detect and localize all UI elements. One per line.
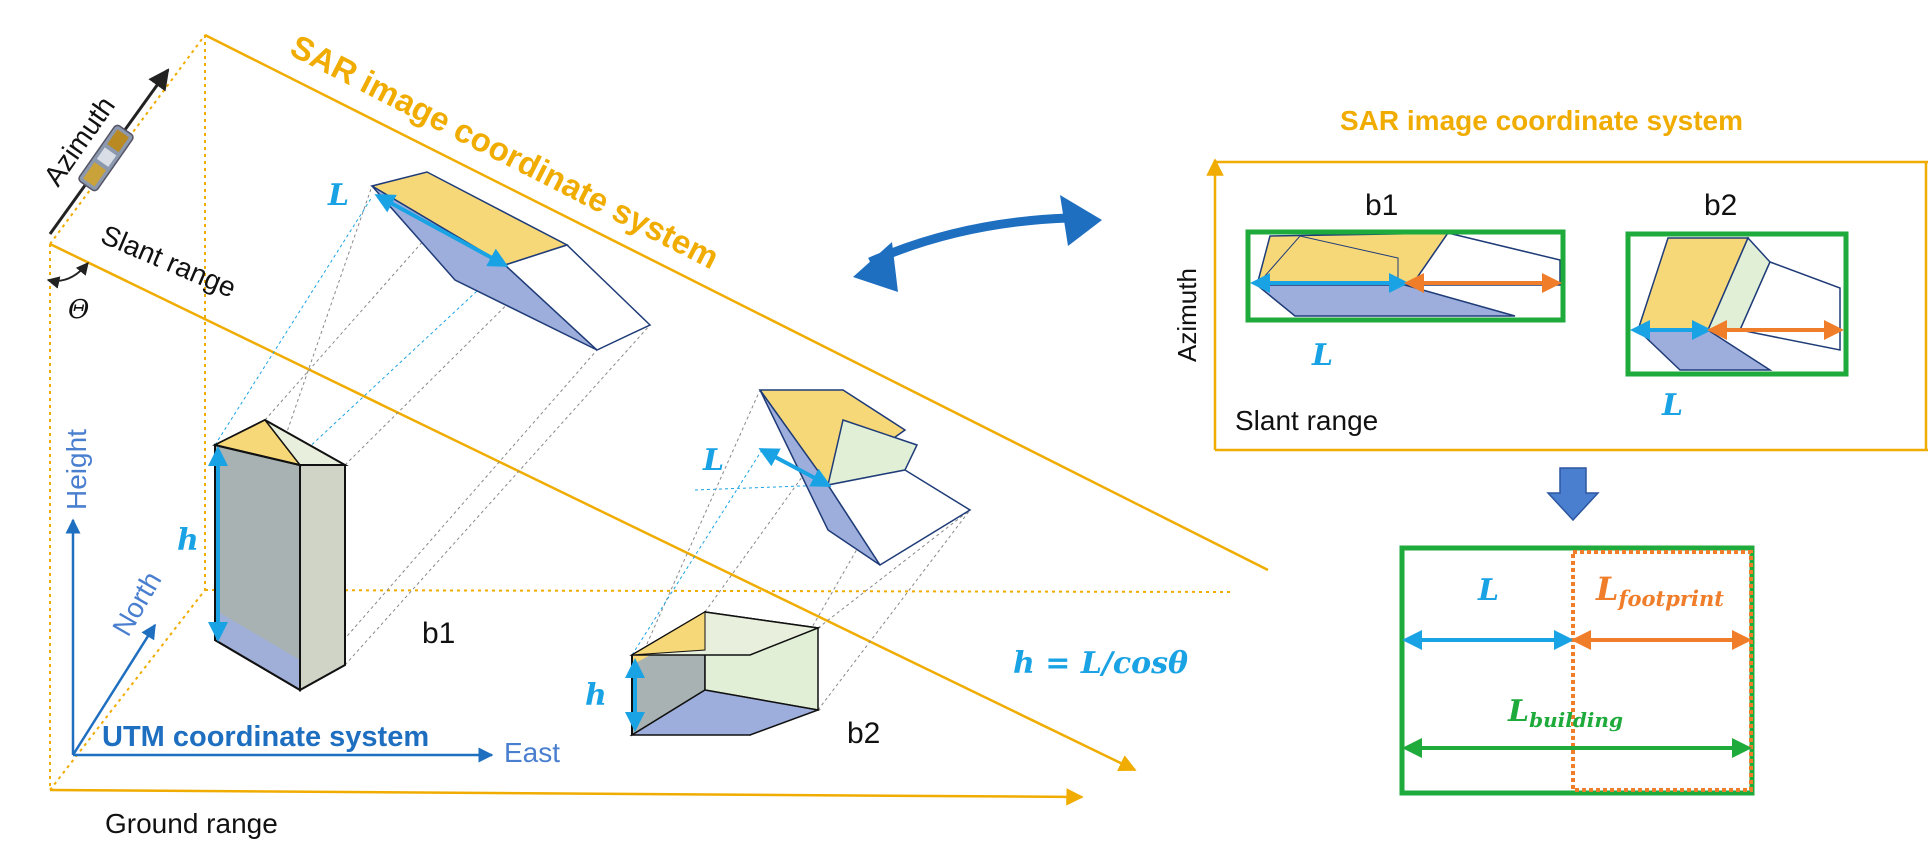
satellite-icon — [78, 124, 134, 192]
b2-sar-projection — [758, 389, 972, 567]
b2-L-label: L — [702, 443, 724, 478]
L-footprint-base: L — [1595, 570, 1619, 608]
panel-b2-L-label: L — [1661, 388, 1683, 423]
right-panel-title: SAR image coordinate system — [1340, 105, 1743, 136]
building-b1-label: b1 — [422, 617, 455, 650]
dotted-frame — [49, 34, 1231, 791]
length-breakdown-box — [1399, 545, 1755, 796]
b1-L-label: L — [327, 178, 349, 213]
L-footprint-sub: footprint — [1617, 586, 1725, 611]
b2-h-label: h — [585, 678, 607, 713]
panel-b1-L-label: L — [1311, 338, 1333, 373]
L-building-sub: building — [1529, 708, 1623, 732]
building-b2 — [625, 610, 821, 737]
panel-slant-range-label: Slant range — [1235, 405, 1378, 436]
b2-L-arrow — [758, 448, 832, 487]
down-arrow — [1546, 467, 1600, 522]
east-axis-label: East — [504, 737, 560, 768]
utm-axes — [65, 518, 494, 763]
theta-arc — [46, 262, 89, 289]
left-geometry: Azimuth Slant range Θ SAR image coordina… — [38, 27, 1269, 839]
height-axis-label: Height — [61, 429, 92, 510]
b1-h-label: h — [177, 523, 199, 558]
bottom-L-label: L — [1477, 573, 1499, 608]
theta-label: Θ — [68, 295, 89, 325]
panel-b2-label: b2 — [1704, 189, 1737, 222]
north-axis-label: North — [106, 566, 167, 641]
building-b2-label: b2 — [847, 717, 880, 750]
transform-arrow-head-left — [853, 242, 898, 292]
panel-b2-image — [1625, 231, 1849, 377]
L-building-base: L — [1507, 694, 1529, 729]
building-b1 — [208, 418, 349, 692]
panel-b1-image — [1245, 229, 1566, 323]
L-building-label: Lbuilding — [1507, 694, 1623, 732]
right-panel: SAR image coordinate system Azimuth Slan… — [1172, 105, 1928, 796]
slant-range-label: Slant range — [97, 219, 241, 303]
b1-sar-projection — [370, 171, 652, 351]
sar-plane-lines — [49, 33, 1269, 806]
height-formula: h = L/cosθ — [1013, 646, 1188, 681]
transform-arrow-head-right — [1060, 195, 1102, 246]
L-footprint-label: Lfootprint — [1595, 570, 1724, 611]
utm-system-label: UTM coordinate system — [102, 721, 429, 753]
ground-range-label: Ground range — [105, 808, 278, 839]
transform-arrow — [868, 213, 1069, 267]
panel-b1-label: b1 — [1365, 189, 1398, 222]
b1-L-arrow — [374, 194, 509, 267]
panel-azimuth-label: Azimuth — [1172, 268, 1202, 362]
